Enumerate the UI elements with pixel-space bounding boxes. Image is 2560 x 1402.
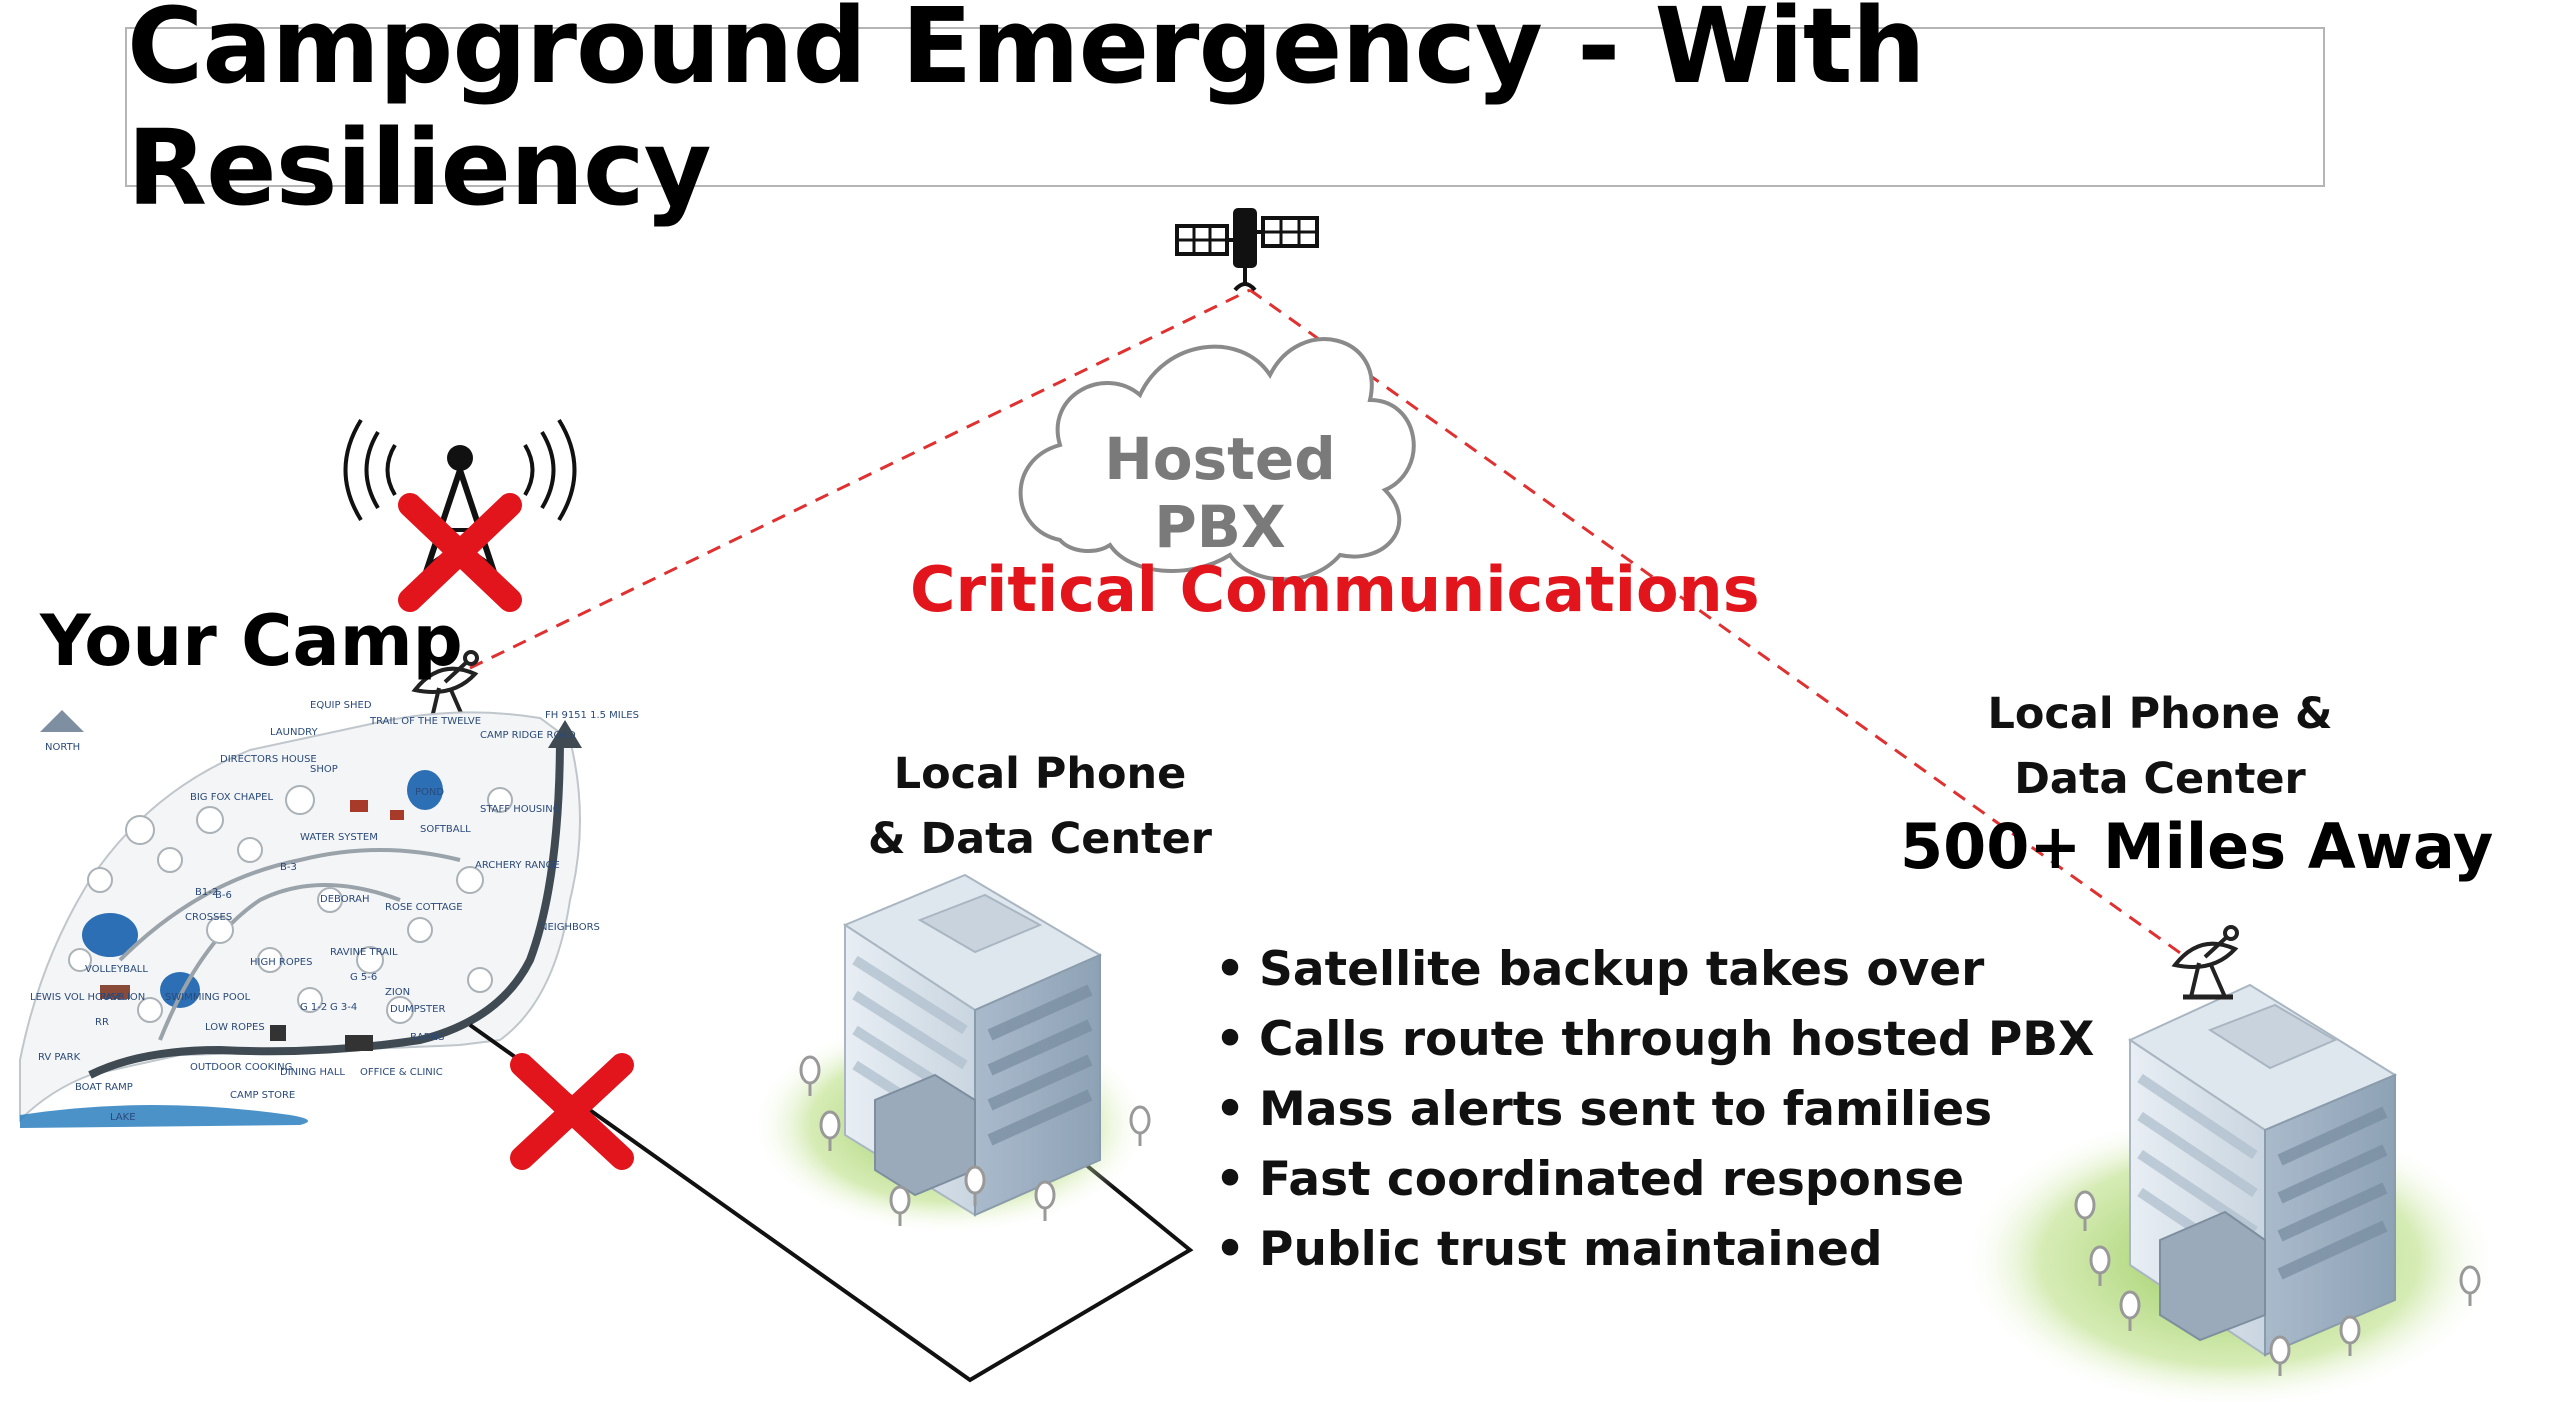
cloud-icon <box>1018 337 1416 582</box>
map-label: HIGH ROPES <box>250 957 312 968</box>
map-label: DEBORAH <box>320 894 369 905</box>
link-satellite-to-remote <box>1249 288 2191 962</box>
map-label: LAUNDRY <box>270 727 318 738</box>
map-label: B-6 <box>215 890 232 901</box>
remote-data-center-label: Local Phone & Data Center <box>1960 682 2360 812</box>
map-label: VOLLEYBALL <box>85 964 148 975</box>
critical-communications-label: Critical Communications <box>910 553 1760 626</box>
cell-tower-icon <box>343 418 577 606</box>
map-label: G 5-6 <box>350 972 377 983</box>
remote-dc-line2: Data Center <box>2014 754 2306 804</box>
map-label: SOFTBALL <box>420 824 471 835</box>
map-label: SWIMMING POOL <box>165 992 251 1003</box>
map-label: BARNS <box>410 1032 444 1043</box>
map-label: BIG FOX CHAPEL <box>190 792 273 803</box>
local-data-center-label: Local Phone & Data Center <box>860 742 1220 872</box>
tower-failed-x-icon <box>398 493 522 612</box>
map-label: G 3-4 <box>330 1002 357 1013</box>
distance-label: 500+ Miles Away <box>1900 810 2494 883</box>
map-label: STAFF HOUSING <box>480 804 560 815</box>
map-label: OUTDOOR COOKING <box>190 1062 292 1073</box>
map-label: LOW ROPES <box>205 1022 265 1033</box>
landline-failed-x-icon <box>510 1053 634 1170</box>
map-label: B1-2 <box>195 887 218 898</box>
map-label: G 1-2 <box>300 1002 327 1013</box>
benefit-item: Satellite backup takes over <box>1215 935 2094 1005</box>
benefits-list: Satellite backup takes over Calls route … <box>1215 935 2094 1285</box>
map-label: TRAIL OF THE TWELVE <box>369 716 481 727</box>
benefit-item: Calls route through hosted PBX <box>1215 1005 2094 1075</box>
satellite-icon <box>1175 208 1319 292</box>
map-label: CAMP RIDGE ROAD <box>480 730 576 741</box>
local-dc-line1: Local Phone <box>893 749 1187 799</box>
map-label: DINING HALL <box>280 1067 345 1078</box>
map-label: DUMPSTER <box>390 1004 445 1015</box>
satellite-links <box>469 288 2191 962</box>
map-label: DIRECTORS HOUSE <box>220 754 317 765</box>
remote-dc-line1: Local Phone & <box>1987 689 2333 739</box>
map-label: RR <box>95 1017 109 1028</box>
map-label: ROSE COTTAGE <box>385 902 463 913</box>
map-label: CROSSES <box>185 912 232 923</box>
page-title: Campground Emergency - With Resiliency <box>127 0 1926 229</box>
map-label: FH 9151 1.5 MILES <box>545 710 639 721</box>
map-label: LAKE <box>110 1112 136 1123</box>
map-label: POND <box>415 787 444 798</box>
camp-map-image: EQUIP SHED TRAIL OF THE TWELVE CAMP RIDG… <box>19 700 639 1128</box>
cloud-label: Hosted PBX <box>1104 425 1336 561</box>
remote-dish-icon <box>2175 927 2237 997</box>
map-label: CAMP STORE <box>230 1090 295 1101</box>
map-label: B-3 <box>280 862 297 873</box>
title-box: Campground Emergency - With Resiliency <box>125 0 2325 229</box>
benefit-item: Public trust maintained <box>1215 1215 2094 1285</box>
remote-data-center-building <box>1960 983 2500 1402</box>
map-label: PAVILION <box>100 992 145 1003</box>
map-label: NORTH <box>45 742 80 753</box>
map-label: RV PARK <box>38 1052 81 1063</box>
map-label: RAVINE TRAIL <box>330 947 398 958</box>
map-label: SHOP <box>310 764 338 775</box>
map-label: LEWIS VOL HOUSE <box>30 992 123 1003</box>
map-label: NEIGHBORS <box>540 922 600 933</box>
local-data-center-building <box>750 873 1151 1235</box>
link-camp-to-satellite <box>469 288 1251 670</box>
map-label: EQUIP SHED <box>310 700 372 711</box>
benefit-item: Mass alerts sent to families <box>1215 1075 2094 1145</box>
map-label: ARCHERY RANGE <box>475 860 560 871</box>
map-label: OFFICE & CLINIC <box>360 1067 443 1078</box>
landline-cable <box>468 1023 1194 1383</box>
map-label: WATER SYSTEM <box>300 832 378 843</box>
benefit-item: Fast coordinated response <box>1215 1145 2094 1215</box>
map-label: ZION <box>385 987 410 998</box>
map-label: BOAT RAMP <box>75 1082 133 1093</box>
local-dc-line2: & Data Center <box>868 814 1212 864</box>
your-camp-label: Your Camp <box>40 600 463 682</box>
